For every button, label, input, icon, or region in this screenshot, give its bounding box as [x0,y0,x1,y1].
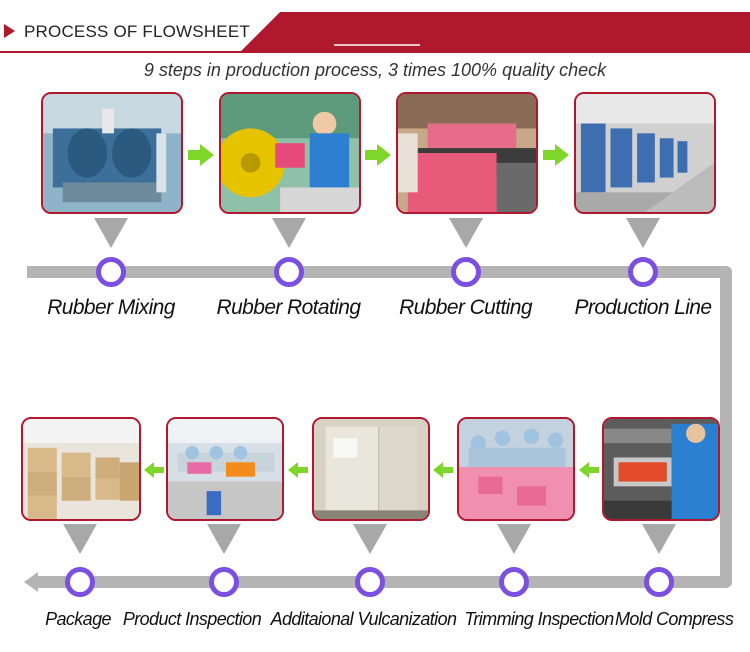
pointer-icon [449,218,483,248]
page-title: PROCESS OF FLOWSHEET [24,22,250,41]
pointer-icon [642,524,676,554]
production-line-photo [574,92,716,214]
pointer-icon [626,218,660,248]
pointer-icon [207,524,241,554]
step-label: Rubber Mixing [47,296,175,319]
step-node [209,567,239,597]
arrow-right-icon [188,144,214,166]
product-inspection-photo [166,417,284,521]
arrow-left-icon [433,462,453,478]
step-label: Package [45,609,111,629]
step-node [65,567,95,597]
rubber-cutting-photo [396,92,538,214]
pointer-icon [94,218,128,248]
rubber-rotating-photo [219,92,361,214]
rubber-mixing-photo [41,92,183,214]
step-node [274,257,304,287]
pointer-icon [497,524,531,554]
arrow-left-icon [144,462,164,478]
step-node [355,567,385,597]
header-background [0,12,750,53]
package-photo [21,417,141,521]
mold-compress-photo [602,417,720,521]
arrow-left-icon [288,462,308,478]
step-label: Rubber Cutting [399,296,532,319]
step-node [499,567,529,597]
step-node [644,567,674,597]
track-arrowhead-icon [24,572,38,592]
header-banner: PROCESS OF FLOWSHEET [0,0,750,54]
pointer-icon [353,524,387,554]
step-node [96,257,126,287]
arrow-right-icon [543,144,569,166]
step-label: Product Inspection [122,609,262,629]
subtitle: 9 steps in production process, 3 times 1… [143,60,607,80]
step-node [628,257,658,287]
step-label: Additaional Vulcanization [270,609,457,629]
play-icon [4,24,15,38]
step-label: Production Line [574,296,713,319]
arrow-right-icon [365,144,391,166]
arrow-left-icon [579,462,599,478]
step-node [451,257,481,287]
trimming-inspection-photo [457,417,575,521]
pointer-icon [272,218,306,248]
vulcanization-photo [312,417,430,521]
pointer-icon [63,524,97,554]
step-label: Rubber Rotating [216,296,362,319]
step-label: Mold Compress [615,609,734,629]
step-label: Trimming Inspection [464,609,614,629]
